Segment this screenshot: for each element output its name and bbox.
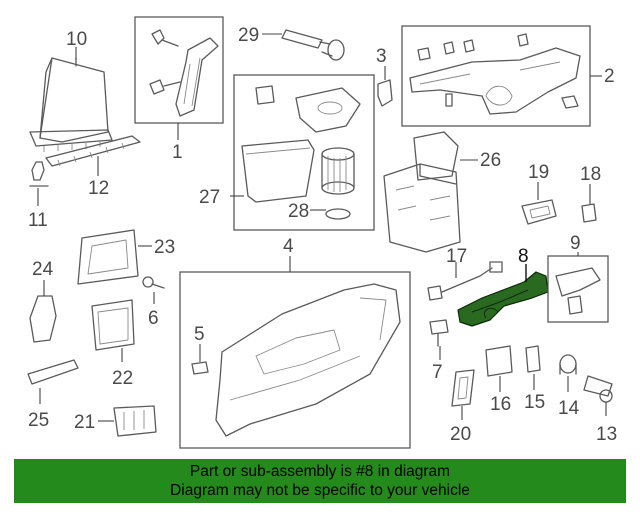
part-27-box [233, 74, 375, 231]
part-5-screw[interactable] [191, 361, 209, 375]
part-14-socket[interactable] [559, 354, 577, 375]
part-27-storage-bin[interactable] [241, 85, 361, 203]
part-12-retainer-strip[interactable] [45, 135, 141, 167]
part-2-trim-assembly[interactable] [409, 33, 581, 115]
callout-8: 8 [518, 246, 529, 267]
callout-11: 11 [28, 210, 48, 231]
callout-25: 25 [28, 410, 49, 431]
callout-18: 18 [580, 164, 601, 185]
callout-3: 3 [376, 46, 387, 67]
part-28-filter[interactable] [321, 147, 355, 220]
part-21-connector[interactable] [113, 405, 157, 437]
callout-29: 29 [238, 25, 259, 46]
banner-line-1: Part or sub-assembly is #8 in diagram [189, 463, 451, 480]
callout-21: 21 [74, 412, 95, 433]
part-15-bracket[interactable] [525, 345, 541, 373]
callout-26: 26 [480, 150, 501, 171]
callout-23: 23 [154, 237, 175, 258]
callout-16: 16 [490, 394, 511, 415]
part-4-quarter-trim[interactable] [215, 283, 401, 437]
callout-22: 22 [112, 368, 133, 389]
part-8-highlighted[interactable] [457, 271, 549, 327]
callout-9: 9 [570, 233, 581, 254]
callout-15: 15 [524, 392, 545, 413]
part-13-plug[interactable] [583, 375, 613, 403]
callout-4: 4 [283, 236, 294, 257]
callout-13: 13 [596, 424, 617, 445]
part-18-clip[interactable] [581, 203, 597, 223]
part-20-gasket[interactable] [451, 369, 475, 407]
callout-14: 14 [558, 398, 580, 419]
callout-19: 19 [528, 162, 549, 183]
part-16-block[interactable] [485, 345, 513, 377]
callout-27: 27 [199, 187, 220, 208]
part-1-pillar-trim[interactable] [149, 29, 219, 117]
callout-6: 6 [148, 308, 159, 329]
callout-24: 24 [32, 259, 54, 280]
part-11-clip[interactable] [29, 161, 49, 187]
part-19-bezel[interactable] [521, 199, 557, 225]
callout-10: 10 [66, 29, 87, 50]
part-22-cover[interactable] [91, 299, 135, 351]
info-banner: Part or sub-assembly is #8 in diagram Di… [14, 459, 626, 503]
callout-1: 1 [172, 142, 183, 163]
callout-28: 28 [288, 201, 309, 222]
part-3-bracket[interactable] [377, 79, 393, 107]
part-7-fastener[interactable] [429, 319, 449, 347]
part-24-duct[interactable] [29, 295, 57, 343]
part-23-panel[interactable] [77, 229, 139, 285]
callout-2: 2 [604, 66, 615, 87]
part-6-fastener[interactable] [142, 276, 165, 289]
banner-line-2: Diagram may not be specific to your vehi… [170, 482, 470, 499]
callout-17: 17 [446, 246, 467, 267]
part-29-connector[interactable] [281, 29, 345, 61]
part-10-trim-panel[interactable] [29, 57, 113, 152]
part-17-harness[interactable] [427, 261, 503, 301]
callout-12: 12 [88, 178, 109, 199]
part-25-tube[interactable] [27, 359, 79, 385]
callout-5: 5 [194, 324, 205, 345]
part-9-cover[interactable] [555, 267, 601, 315]
callout-20: 20 [450, 424, 471, 445]
part-4-box [179, 271, 411, 449]
part-26-module[interactable] [383, 131, 461, 253]
callout-7: 7 [432, 362, 443, 383]
part-2-box [401, 25, 591, 127]
part-1-box [134, 16, 224, 124]
